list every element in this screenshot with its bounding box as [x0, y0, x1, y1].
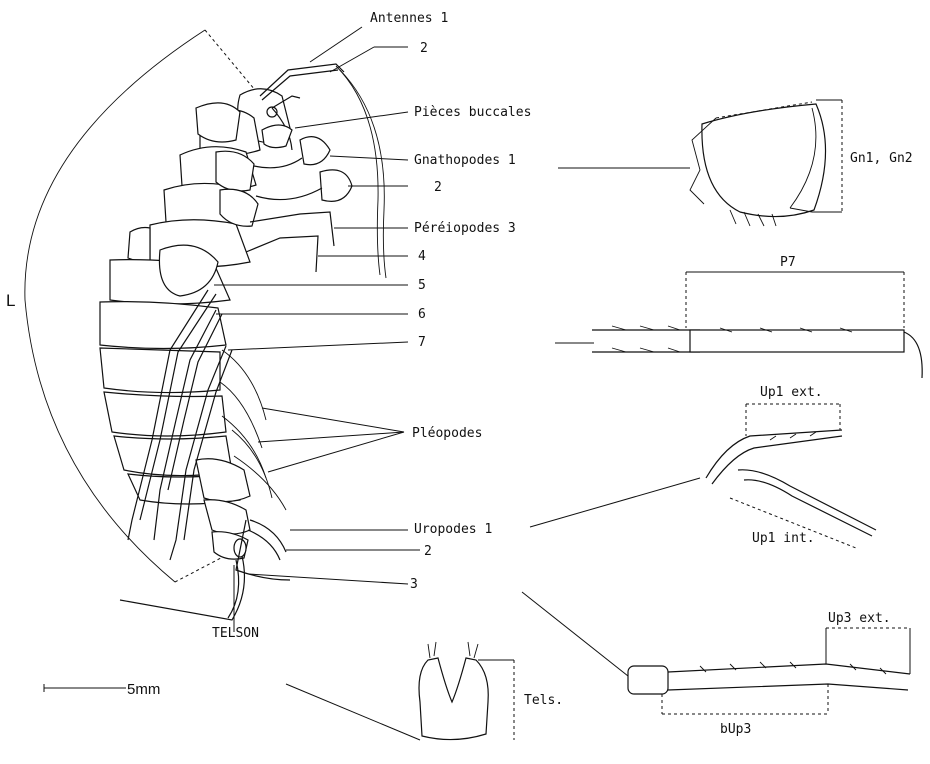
- detail-uropod3: Up3 ext. bUp3: [522, 592, 910, 737]
- uropods: [120, 520, 290, 620]
- label-uropodes: Uropodes 1: [414, 522, 492, 537]
- label-uropode-3: 3: [410, 577, 418, 592]
- amphipod-body: [100, 89, 290, 559]
- label-tels: Tels.: [524, 693, 563, 708]
- scale-bar: 5mm: [44, 681, 160, 698]
- label-pereiopode-4: 4: [418, 249, 426, 264]
- label-up1-ext: Up1 ext.: [760, 385, 823, 400]
- label-uropode-2: 2: [424, 544, 432, 559]
- length-label: L: [6, 291, 15, 310]
- label-pleopodes: Pléopodes: [412, 426, 482, 441]
- scale-label: 5mm: [127, 681, 160, 698]
- label-pereiopode-6: 6: [418, 307, 426, 322]
- label-pereiopode-5: 5: [418, 278, 426, 293]
- gnathopod-2: [320, 170, 352, 202]
- label-p7: P7: [780, 255, 796, 270]
- detail-gnathopod: Gn1, Gn2: [558, 100, 913, 226]
- gnathopod-1: [300, 137, 330, 165]
- appendages-front: [246, 125, 352, 272]
- label-pereiopode-7: 7: [418, 335, 426, 350]
- label-bup3: bUp3: [720, 722, 751, 737]
- detail-telson: Tels.: [286, 642, 563, 740]
- detail-uropod1: Up1 ext. Up1 int.: [530, 385, 876, 548]
- label-antennes-2: 2: [420, 41, 428, 56]
- label-pereiopodes: Péréiopodes 3: [414, 221, 516, 236]
- detail-p7: P7: [555, 255, 922, 378]
- label-gnathopodes-2: 2: [434, 180, 442, 195]
- label-gn: Gn1, Gn2: [850, 151, 913, 166]
- label-pieces-buccales: Pièces buccales: [414, 105, 531, 120]
- label-gnathopodes: Gnathopodes 1: [414, 153, 516, 168]
- label-telson: TELSON: [212, 626, 259, 641]
- label-up3-ext: Up3 ext.: [828, 611, 891, 626]
- label-antennes: Antennes 1: [370, 11, 448, 26]
- label-up1-int: Up1 int.: [752, 531, 815, 546]
